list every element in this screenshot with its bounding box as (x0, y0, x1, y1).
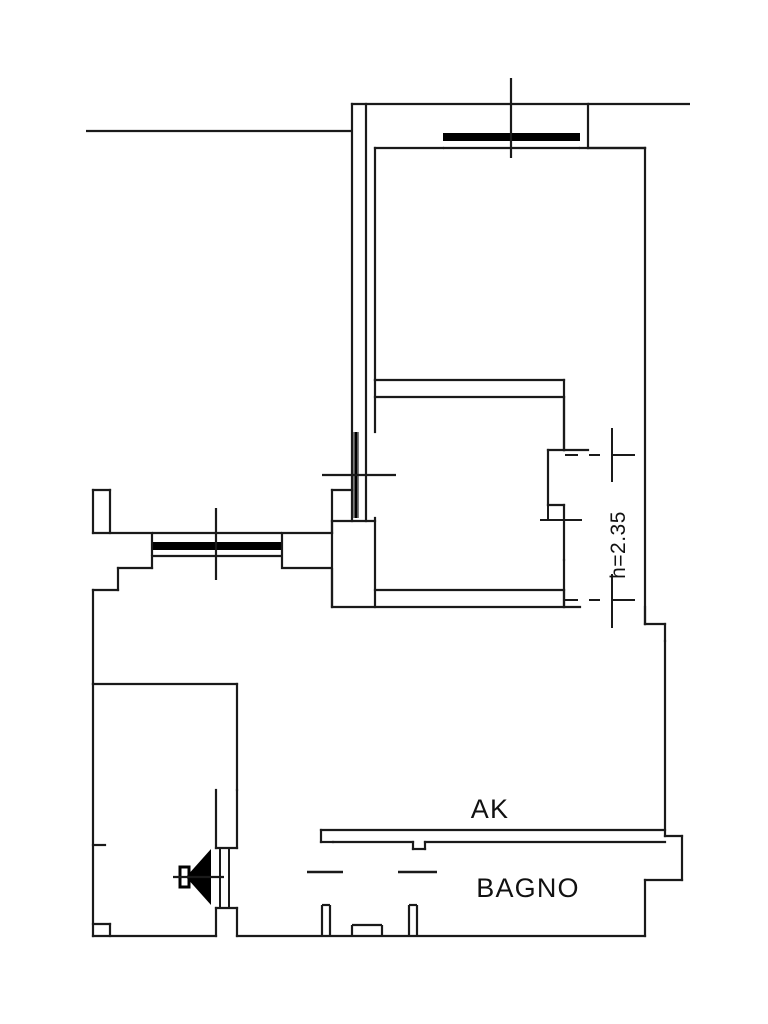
dimension-lines (540, 428, 635, 628)
axis-markers (173, 78, 513, 879)
central-room-walls (330, 378, 590, 609)
upper-room-walls (350, 102, 647, 626)
annotation-ceiling-height: h=2.35 (607, 511, 630, 579)
room-label-bagno: BAGNO (476, 873, 580, 903)
bagno-partitions (320, 903, 419, 936)
extension-lines (86, 102, 690, 133)
room-label-ak: AK (471, 794, 509, 824)
right-envelope-walls (235, 605, 684, 938)
window-left-step-right (280, 556, 332, 570)
